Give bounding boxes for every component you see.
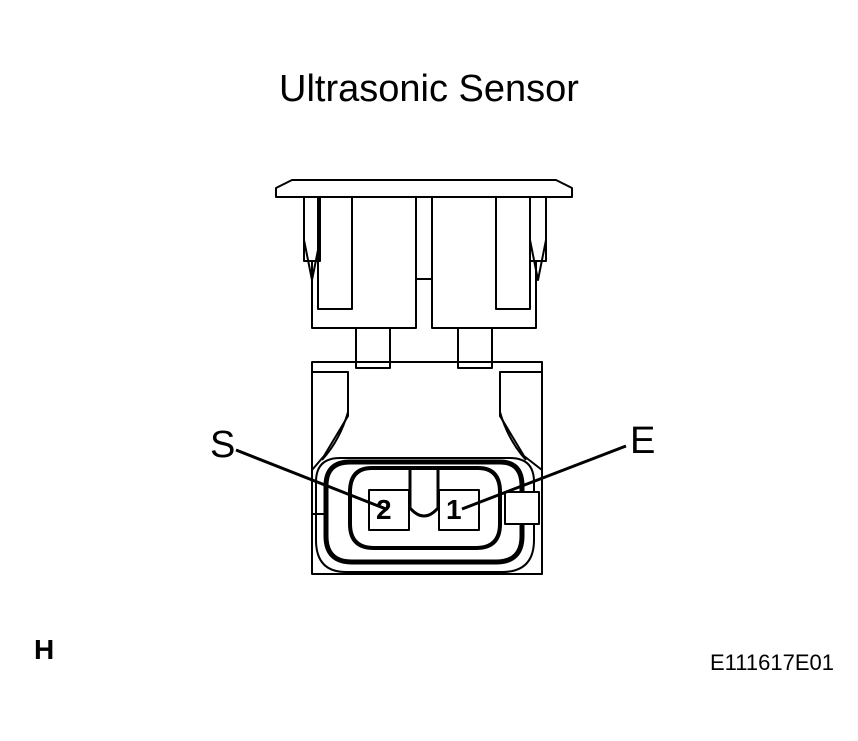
right-rib [495, 196, 531, 310]
left-neck-block [355, 327, 391, 369]
terminal-label-e: E [630, 420, 656, 462]
right-neck-block [457, 327, 493, 369]
leader-s [235, 448, 387, 511]
left-latch [303, 196, 321, 262]
pin-1-number: 1 [446, 494, 462, 525]
lower-housing [311, 361, 543, 575]
terminal-label-s: S [210, 424, 236, 466]
socket-outer [315, 457, 535, 573]
left-rib [317, 196, 353, 310]
pin-2-number: 2 [376, 494, 392, 525]
pin-2-cavity [368, 489, 410, 531]
corner-mark: H [34, 634, 55, 665]
socket-inner [348, 466, 502, 550]
figure-code: E111617E01 [710, 650, 834, 675]
center-post [415, 196, 433, 280]
connector-flange [275, 179, 573, 198]
leader-e [461, 444, 627, 511]
side-tab [504, 491, 540, 525]
diagram-title: Ultrasonic Sensor [279, 68, 579, 110]
socket-mid [323, 459, 525, 565]
right-latch [529, 196, 547, 262]
pin-1-cavity [438, 489, 480, 531]
